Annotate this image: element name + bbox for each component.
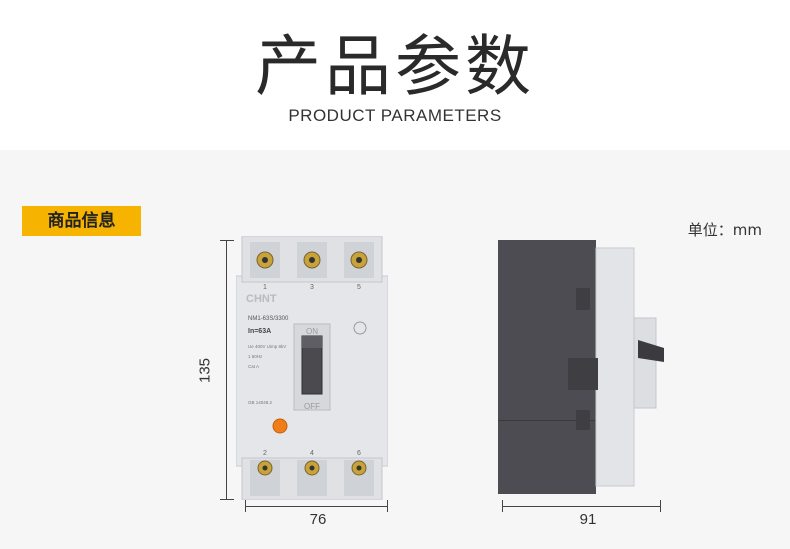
terminal-label-top: 5 <box>357 284 361 291</box>
depth-dimension-label: 91 <box>579 511 597 528</box>
width-dimension-line <box>245 500 388 512</box>
page-subtitle: PRODUCT PARAMETERS <box>288 106 502 125</box>
section-badge: 商品信息 <box>22 206 141 236</box>
terminal-label-top: 1 <box>263 284 267 291</box>
breaker-front-view: 1 3 5 CHNT NM1-63S/3300 In=63A Ue 400V U… <box>236 236 388 500</box>
terminal-label-top: 3 <box>310 284 314 291</box>
test-button <box>272 418 288 434</box>
terminal-label-bottom: 2 <box>263 450 267 457</box>
rating-label: In=63A <box>248 328 271 335</box>
width-dimension-label: 76 <box>309 511 327 528</box>
height-dimension-label: 135 <box>196 357 214 384</box>
terminal-label-bottom: 6 <box>357 450 361 457</box>
page-title: 产品参数 <box>255 28 535 105</box>
height-dimension-line <box>220 240 234 500</box>
side-handle <box>638 340 664 362</box>
spec-line: 1 50Hz <box>248 354 263 359</box>
off-label: OFF <box>304 402 320 411</box>
breaker-side-view <box>498 240 664 494</box>
unit-label: 单位：mm <box>687 221 762 239</box>
standard-label: GB 14048.2 <box>248 400 273 405</box>
model-label: NM1-63S/3300 <box>248 316 289 322</box>
header-band <box>0 0 790 150</box>
spec-line: Cat A <box>248 364 259 369</box>
on-label: ON <box>306 327 318 336</box>
terminal-label-bottom: 4 <box>310 450 314 457</box>
brand-label: CHNT <box>246 293 277 305</box>
depth-dimension-line <box>502 500 661 512</box>
spec-line: Ue 400V Uimp 8kV <box>248 344 286 349</box>
